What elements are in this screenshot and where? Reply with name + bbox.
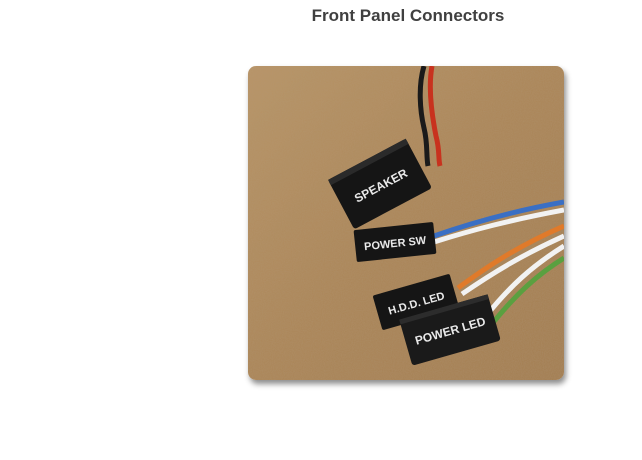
speaker-connector: SPEAKER [328,138,431,229]
led-wires [456,223,564,326]
power-sw-wires [433,199,564,245]
power-sw-connector: POWER SW [353,222,437,262]
connector-photo: SPEAKER POWER SW H.D.D. [248,66,564,380]
speaker-wires [417,66,443,167]
page-title: Front Panel Connectors [311,6,505,25]
power-led-connector: POWER LED [399,294,501,366]
